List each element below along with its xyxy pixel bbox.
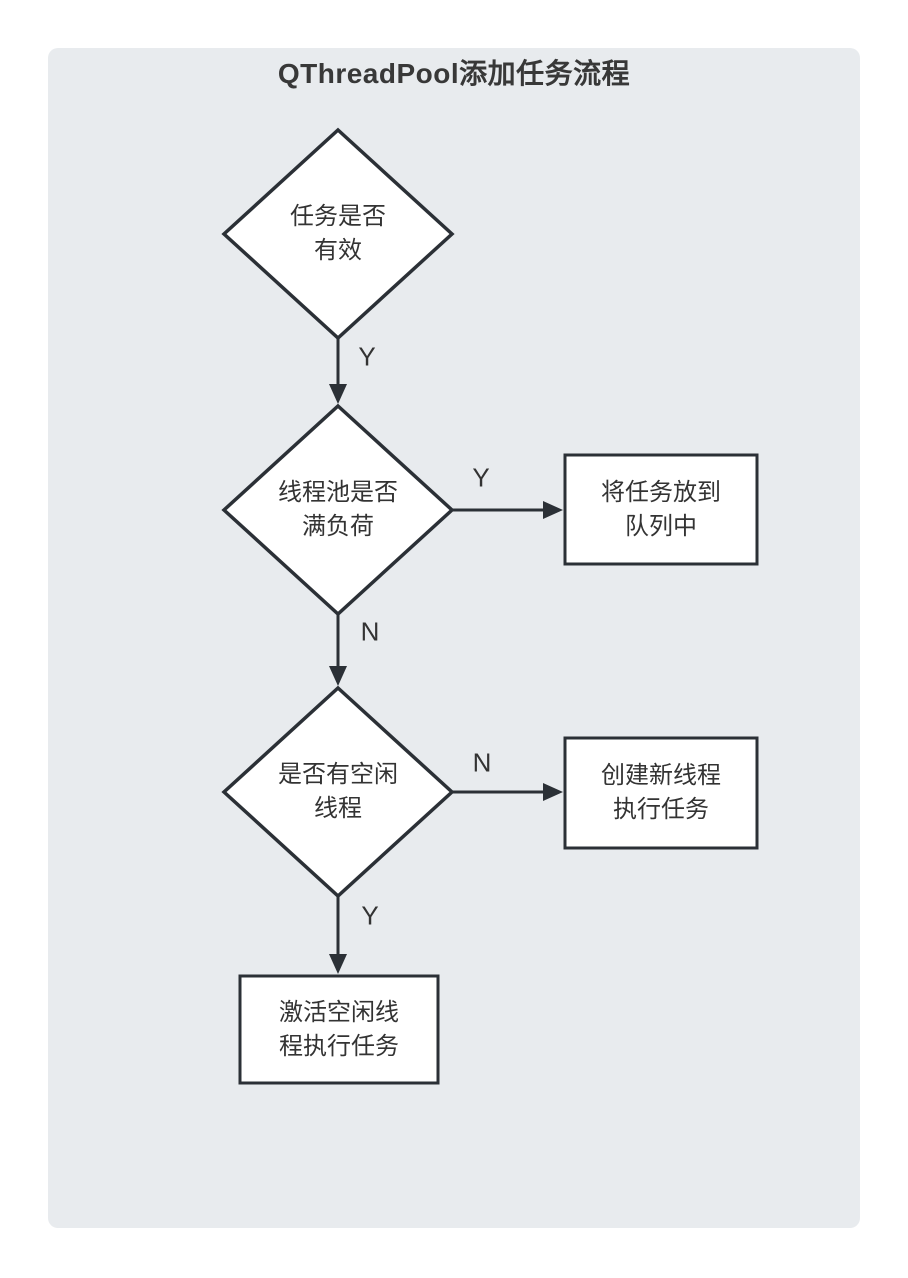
arrowhead-d3-r3	[329, 954, 347, 974]
process-activate-thread-label: 激活空闲线 程执行任务	[279, 996, 399, 1064]
node-label-line: 创建新线程	[601, 762, 721, 789]
page-title: QThreadPool添加任务流程	[277, 58, 631, 89]
process-create-thread-label: 创建新线程 执行任务	[601, 759, 721, 827]
decision-pool-full-label: 线程池是否 满负荷	[278, 476, 398, 544]
decision-idle-thread	[221, 685, 455, 899]
node-label-line: 满负荷	[302, 513, 374, 540]
arrowhead-d1-d2	[329, 384, 347, 404]
process-activate-thread	[238, 974, 440, 1085]
edge-label-d2-d3: N	[360, 616, 380, 647]
flowchart-canvas	[48, 48, 860, 1228]
node-label-line: 程执行任务	[279, 1033, 399, 1060]
arrowhead-d3-r2	[543, 783, 563, 801]
decision-pool-full	[221, 403, 455, 617]
node-label-line: 是否有空闲	[278, 761, 398, 788]
decision-task-valid	[221, 127, 455, 341]
process-queue-task-label: 将任务放到 队列中	[601, 476, 721, 544]
edge-label-d3-r2: N	[472, 747, 492, 778]
node-label-line: 线程池是否	[278, 479, 398, 506]
arrowhead-d2-d3	[329, 666, 347, 686]
edge-label-d2-r1: Y	[472, 462, 490, 493]
edge-label-d1-d2: Y	[358, 341, 376, 372]
node-label-line: 执行任务	[613, 796, 709, 823]
arrowhead-d2-r1	[543, 501, 563, 519]
decision-task-valid-label: 任务是否 有效	[290, 200, 386, 268]
process-queue-task	[563, 453, 759, 566]
node-label-line: 将任务放到	[601, 479, 721, 506]
process-create-thread	[563, 736, 759, 850]
node-label-line: 线程	[314, 795, 362, 822]
node-label-line: 有效	[314, 237, 362, 264]
edge-label-d3-r3: Y	[361, 900, 379, 931]
node-label-line: 激活空闲线	[279, 999, 399, 1026]
node-label-line: 任务是否	[290, 203, 386, 230]
node-label-line: 队列中	[625, 513, 697, 540]
decision-idle-thread-label: 是否有空闲 线程	[278, 758, 398, 826]
